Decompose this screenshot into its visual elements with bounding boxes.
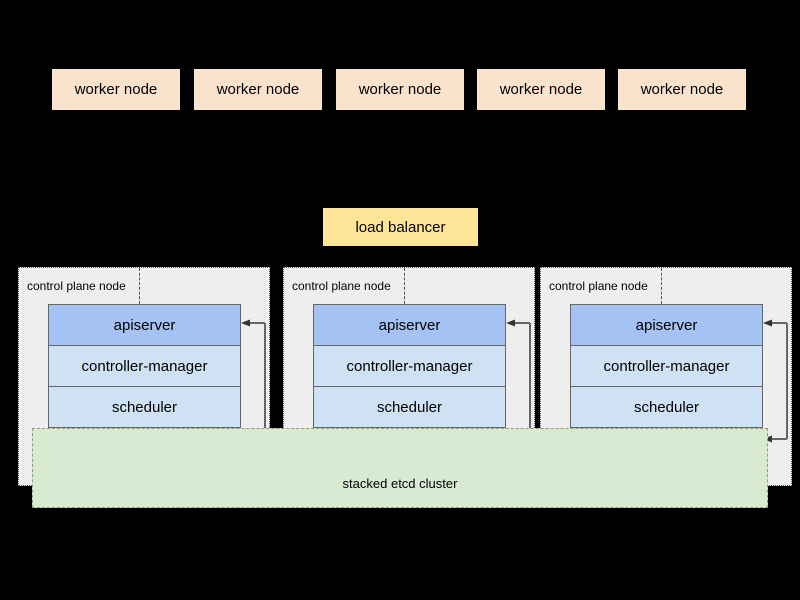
load-balancer-box: load balancer (323, 208, 478, 246)
worker-node-box: worker node (52, 69, 180, 110)
component-label: apiserver (113, 316, 176, 334)
worker-node-box: worker node (336, 69, 464, 110)
component-label: apiserver (635, 316, 698, 334)
worker-node-label: worker node (74, 81, 158, 98)
stacked-etcd-cluster-label: stacked etcd cluster (342, 476, 458, 491)
worker-node-box: worker node (618, 69, 746, 110)
apiserver-etcd-connector (763, 319, 788, 443)
component-controller-manager: controller-manager (49, 346, 240, 387)
worker-node-label: worker node (358, 81, 442, 98)
component-apiserver: apiserver (49, 305, 240, 346)
component-controller-manager: controller-manager (571, 346, 762, 387)
component-apiserver: apiserver (571, 305, 762, 346)
component-controller-manager: controller-manager (314, 346, 505, 387)
component-label: controller-manager (603, 357, 730, 375)
component-label: scheduler (376, 398, 443, 416)
worker-node-label: worker node (499, 81, 583, 98)
control-plane-tick-line (661, 268, 662, 304)
control-plane-tick-line (404, 268, 405, 304)
load-balancer-label: load balancer (355, 218, 446, 236)
component-label: controller-manager (81, 357, 208, 375)
component-label: scheduler (111, 398, 178, 416)
component-label: apiserver (378, 316, 441, 334)
component-scheduler: scheduler (571, 387, 762, 428)
stacked-etcd-cluster-region: stacked etcd cluster (32, 428, 768, 508)
worker-node-box: worker node (194, 69, 322, 110)
component-label: controller-manager (346, 357, 473, 375)
control-plane-node-label: control plane node (292, 279, 391, 293)
control-plane-node-label: control plane node (549, 279, 648, 293)
component-label: scheduler (633, 398, 700, 416)
worker-node-box: worker node (477, 69, 605, 110)
worker-node-label: worker node (640, 81, 724, 98)
control-plane-node-label: control plane node (27, 279, 126, 293)
worker-node-label: worker node (216, 81, 300, 98)
component-scheduler: scheduler (49, 387, 240, 428)
component-scheduler: scheduler (314, 387, 505, 428)
control-plane-tick-line (139, 268, 140, 304)
component-apiserver: apiserver (314, 305, 505, 346)
